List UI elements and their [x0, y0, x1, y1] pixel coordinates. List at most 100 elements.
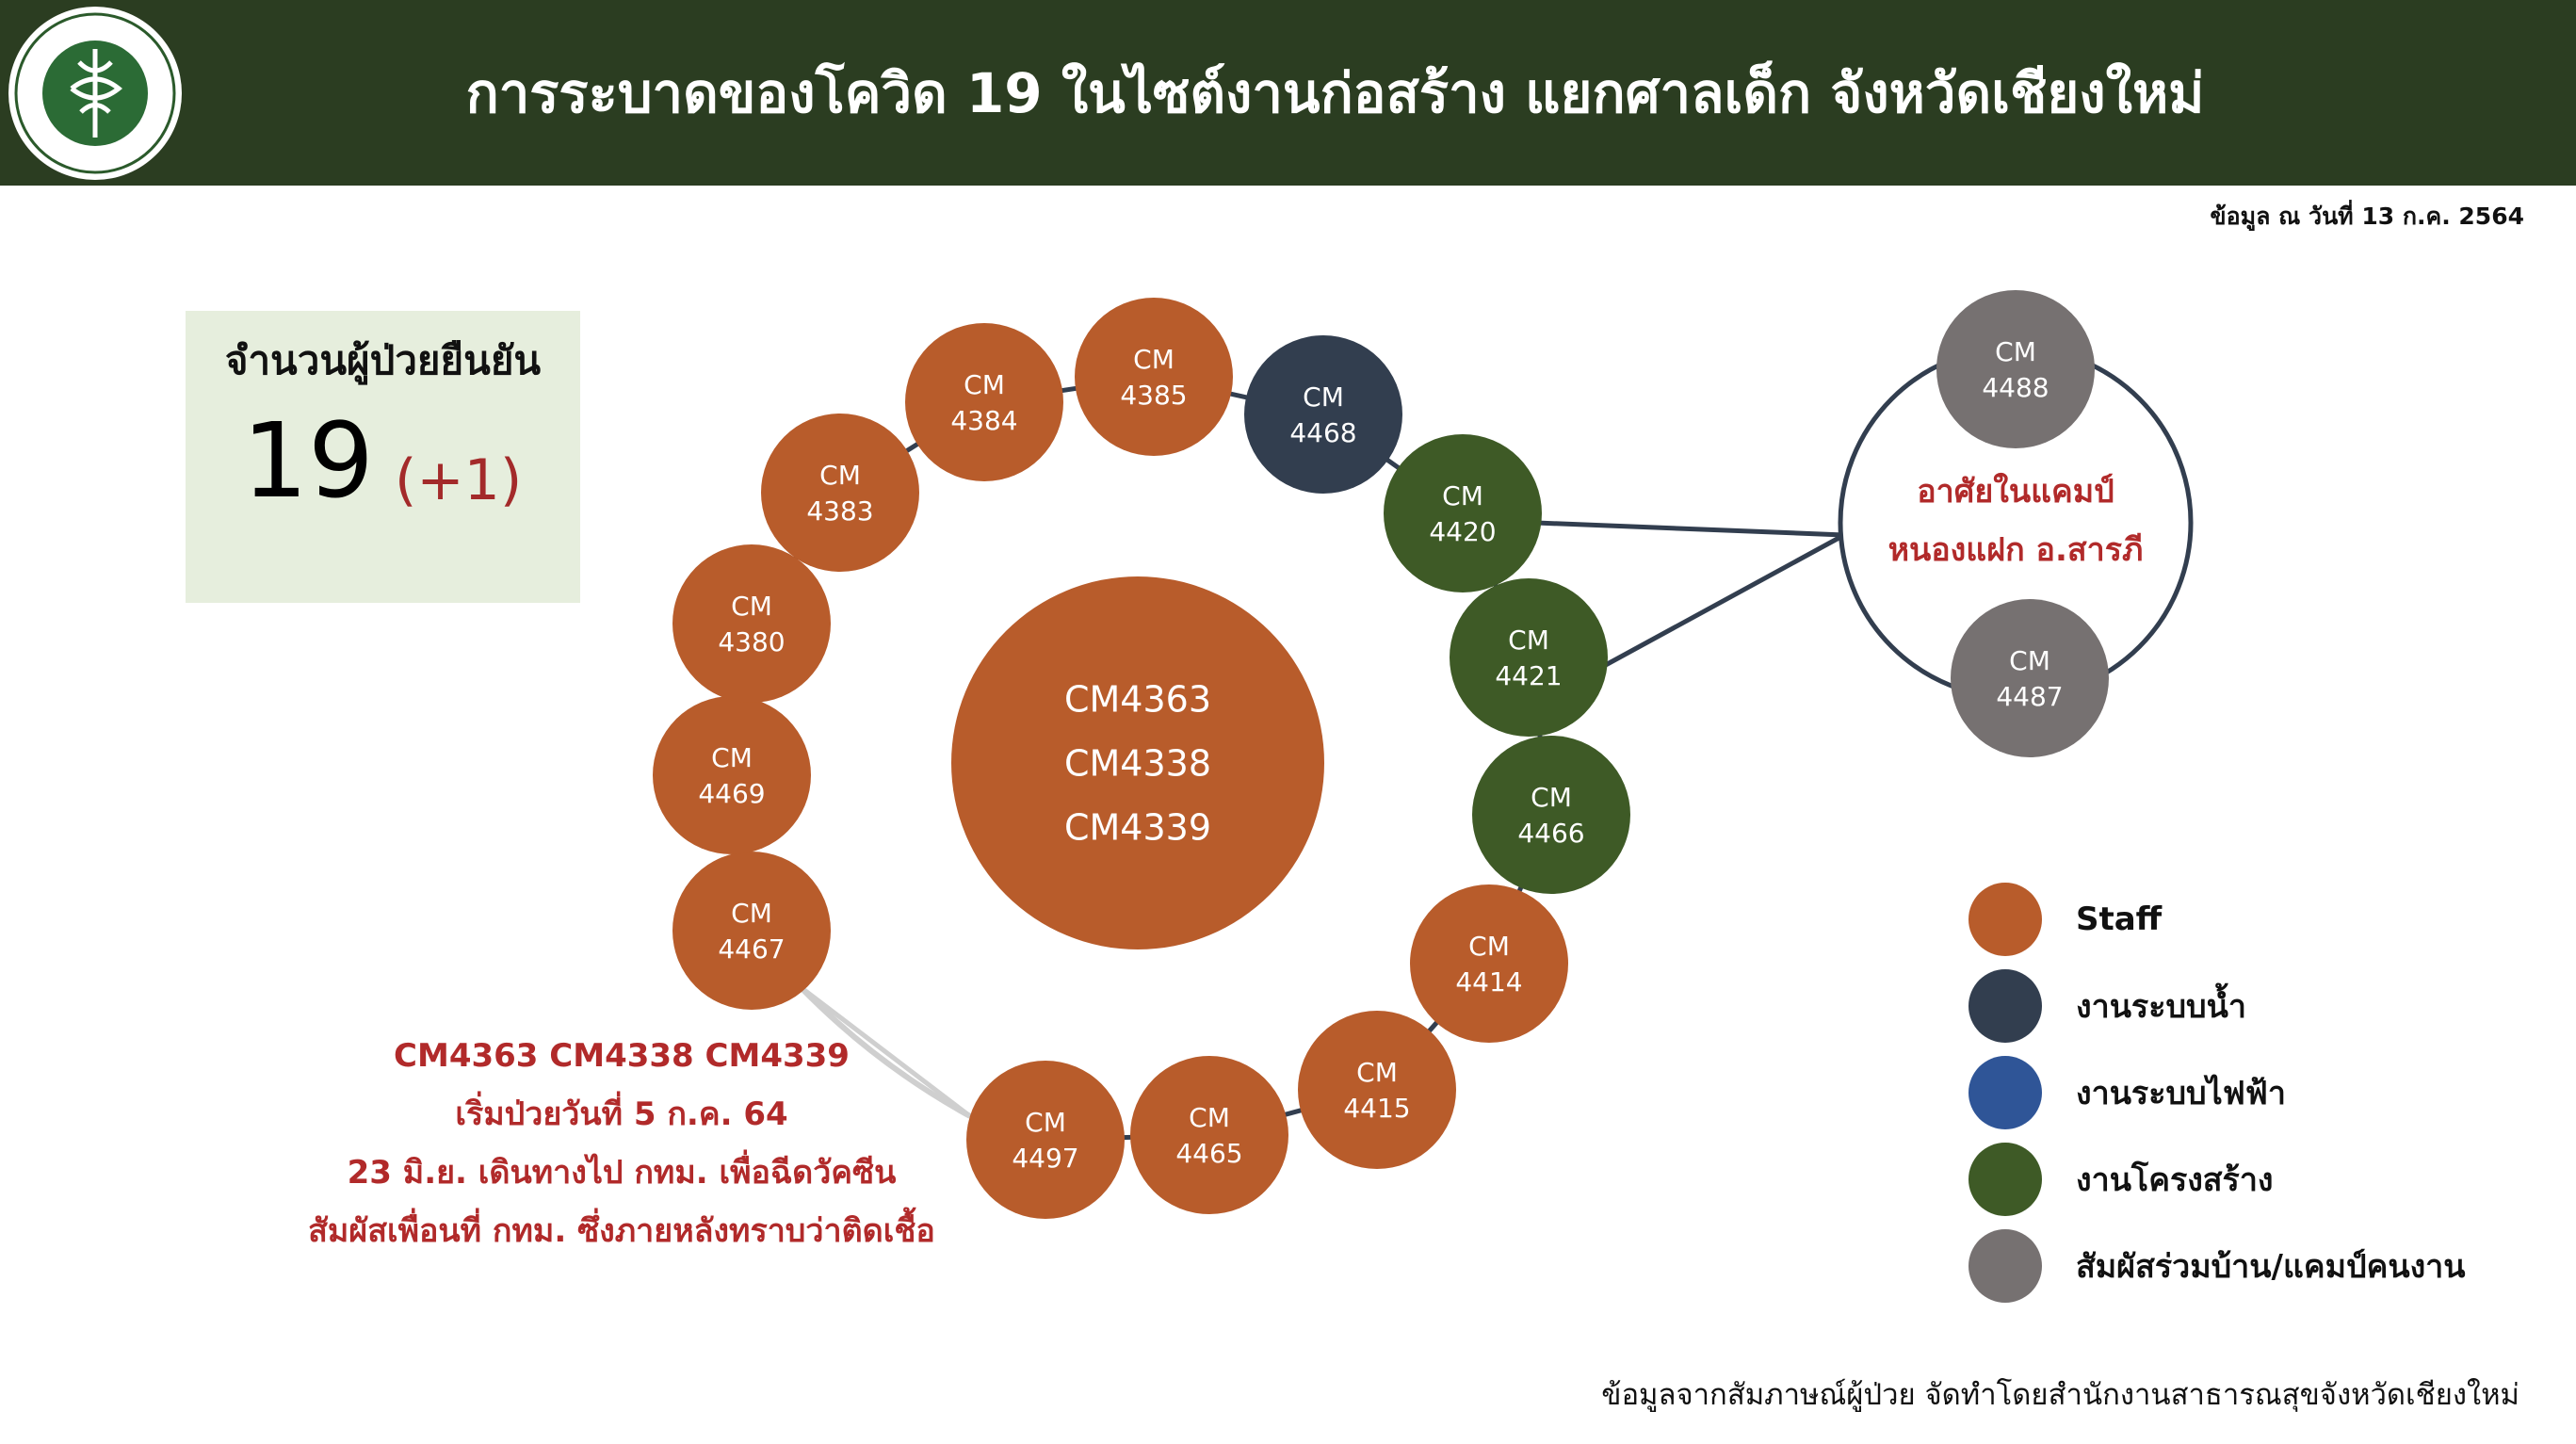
case-node-label: 4469 — [698, 778, 765, 809]
legend-item-structure: งานโครงสร้าง — [1968, 1136, 2466, 1223]
case-node-label: 4468 — [1289, 417, 1356, 448]
case-node-label: 4487 — [1996, 681, 2063, 712]
legend-item-contact: สัมผัสร่วมบ้าน/แคมป์คนงาน — [1968, 1223, 2466, 1309]
ministry-logo-icon — [8, 7, 182, 180]
case-node-circle — [1450, 578, 1608, 737]
camp-link-line — [1535, 520, 1845, 538]
case-node-circle — [1384, 434, 1542, 592]
case-node-label: 4497 — [1012, 1143, 1078, 1174]
case-node-cm4497: CM 4497 — [966, 1061, 1125, 1219]
connector-line-light — [799, 985, 972, 1118]
legend-swatch — [1968, 1229, 2042, 1303]
case-node-label: 4384 — [950, 405, 1017, 436]
case-node-label: CM — [711, 742, 753, 773]
case-node-circle — [1075, 298, 1233, 456]
legend: Staff งานระบบน้ำ งานระบบไฟฟ้า งานโครงสร้… — [1968, 876, 2466, 1309]
case-node-label: CM4338 — [1064, 743, 1211, 785]
case-node-label: CM — [2009, 645, 2050, 676]
legend-label: งานระบบน้ำ — [2076, 988, 2246, 1026]
legend-label: งานโครงสร้าง — [2076, 1161, 2274, 1199]
case-node-label: 4385 — [1120, 380, 1187, 411]
case-node-label: CM — [731, 898, 772, 929]
case-node-circle — [1936, 290, 2095, 448]
case-node-label: CM — [1442, 480, 1483, 511]
legend-item-water: งานระบบน้ำ — [1968, 963, 2466, 1049]
case-node-label: 4467 — [718, 933, 785, 965]
case-node-cm4384: CM 4384 — [905, 323, 1063, 481]
case-node-circle — [1244, 335, 1402, 494]
case-node-label: 4421 — [1495, 660, 1562, 691]
case-node-label: CM — [964, 369, 1005, 400]
case-node-cm4466: CM 4466 — [1472, 736, 1630, 894]
case-node-cm4421: CM 4421 — [1450, 578, 1608, 737]
confirmed-count-value: 19 — [242, 400, 374, 521]
case-node-circle — [1472, 736, 1630, 894]
case-node-cm4414: CM 4414 — [1410, 884, 1568, 1043]
legend-label: Staff — [2076, 900, 2163, 938]
legend-item-staff: Staff — [1968, 876, 2466, 963]
case-node-label: CM — [1189, 1102, 1230, 1133]
source-footer: ข้อมูลจากสัมภาษณ์ผู้ป่วย จัดทำโดยสำนักงา… — [1601, 1378, 2519, 1412]
case-node-label: CM — [1356, 1057, 1398, 1088]
case-node-label: CM4339 — [1064, 807, 1211, 849]
case-node-cm4467: CM 4467 — [672, 852, 831, 1010]
case-node-label: 4414 — [1455, 966, 1522, 998]
case-node-label: 4466 — [1517, 818, 1584, 849]
camp-link-line — [1600, 532, 1846, 670]
note-line: CM4363 CM4338 CM4339 — [394, 1037, 850, 1075]
legend-label: สัมผัสร่วมบ้าน/แคมป์คนงาน — [2076, 1248, 2466, 1286]
note-line: เริ่มป่วยวันที่ 5 ก.ค. 64 — [455, 1095, 788, 1133]
case-node-cm4487: CM 4487 — [1951, 599, 2109, 757]
case-node-circle — [951, 576, 1324, 949]
case-node-label: CM — [1531, 782, 1572, 813]
case-node-cm4469: CM 4469 — [653, 696, 811, 854]
case-node-circle — [672, 852, 831, 1010]
case-node-cm4385: CM 4385 — [1075, 298, 1233, 456]
case-node-circle — [761, 414, 919, 572]
index-case-note: CM4363 CM4338 CM4339 เริ่มป่วยวันที่ 5 ก… — [264, 1027, 980, 1260]
legend-swatch — [1968, 1056, 2042, 1129]
case-node-label: CM — [1508, 625, 1549, 656]
confirmed-count-label: จำนวนผู้ป่วยยืนยัน — [224, 337, 542, 383]
data-date-note: ข้อมูล ณ วันที่ 13 ก.ค. 2564 — [2210, 203, 2524, 230]
case-node-label: CM — [1303, 381, 1344, 413]
case-node-label: 4383 — [806, 495, 873, 527]
camp-label: อาศัยในแคมป์ — [1917, 472, 2114, 511]
note-line: สัมผัสเพื่อนที่ กทม. ซึ่งภายหลังทราบว่าต… — [308, 1212, 935, 1250]
case-node-circle — [653, 696, 811, 854]
case-node-label: 4488 — [1982, 372, 2049, 403]
case-node-label: CM — [1133, 344, 1175, 375]
header-bar: การระบาดของโควิด 19 ในไซต์งานก่อสร้าง แย… — [0, 0, 2576, 186]
legend-item-electric: งานระบบไฟฟ้า — [1968, 1049, 2466, 1136]
case-node-label: CM — [1025, 1107, 1066, 1138]
case-node-cm4468: CM 4468 — [1244, 335, 1402, 494]
case-node-cm4383: CM 4383 — [761, 414, 919, 572]
camp-label: หนองแฝก อ.สารภี — [1888, 531, 2144, 569]
case-node-circle — [966, 1061, 1125, 1219]
case-node-circle — [1410, 884, 1568, 1043]
legend-swatch — [1968, 883, 2042, 956]
case-node-circle — [672, 544, 831, 703]
case-node-circle — [1130, 1056, 1288, 1214]
case-node-circle — [1951, 599, 2109, 757]
case-node-label: 4380 — [718, 626, 785, 657]
legend-swatch — [1968, 1143, 2042, 1216]
case-node-label: CM — [819, 460, 861, 491]
case-node-label: CM4363 — [1064, 679, 1211, 721]
page-title: การระบาดของโควิด 19 ในไซต์งานก่อสร้าง แย… — [465, 61, 2205, 125]
case-node-circle — [905, 323, 1063, 481]
case-node-label: 4420 — [1429, 516, 1496, 547]
case-node-circle — [1298, 1011, 1456, 1169]
confirmed-count-card: จำนวนผู้ป่วยยืนยัน 19 (+1) — [186, 311, 580, 603]
legend-swatch — [1968, 969, 2042, 1043]
case-node-cm4420: CM 4420 — [1384, 434, 1542, 592]
confirmed-count-delta: (+1) — [395, 447, 523, 513]
case-node-label: CM — [1468, 931, 1510, 962]
legend-label: งานระบบไฟฟ้า — [2076, 1075, 2286, 1112]
